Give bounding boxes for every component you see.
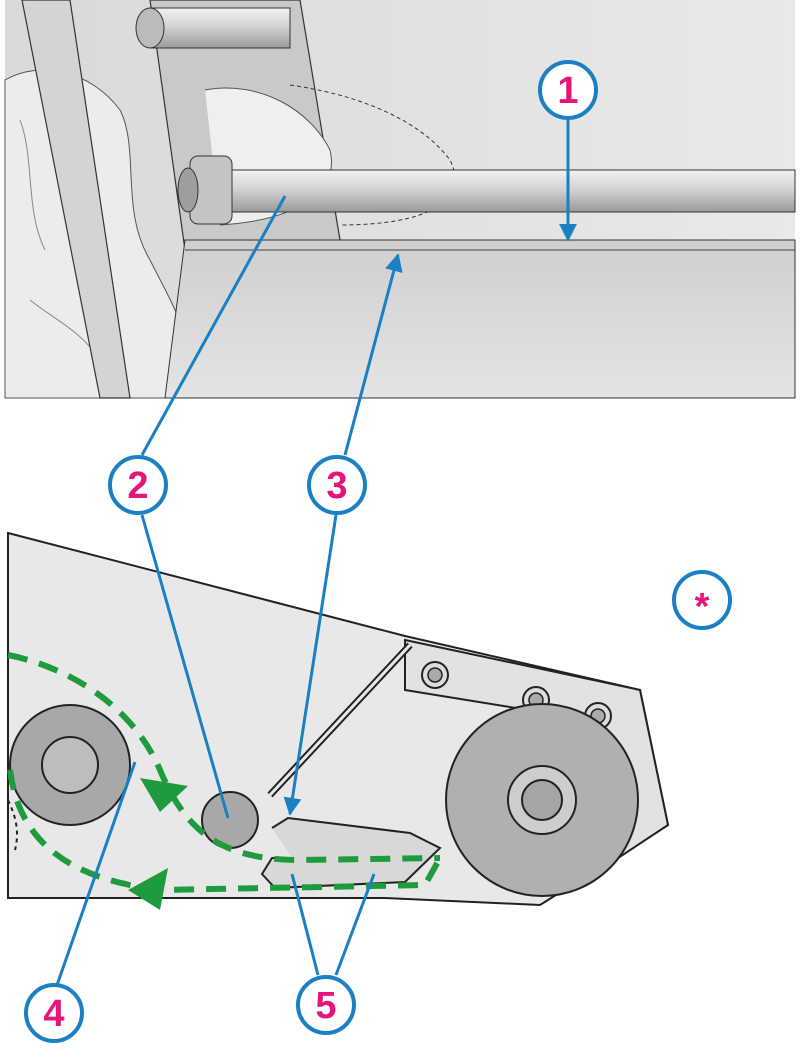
leader-2b (140, 514, 230, 819)
callout-5: 5 (296, 975, 356, 1035)
callout-asterisk: * (672, 570, 732, 630)
path-arrow-left (128, 868, 168, 910)
leader-4 (55, 761, 137, 986)
callout-asterisk-label: * (695, 586, 710, 628)
leader-3b (283, 514, 338, 816)
callout-1-label: 1 (557, 70, 578, 112)
callout-3: 3 (307, 455, 367, 515)
upper-shaft-end (135, 7, 165, 49)
supply-rod (224, 169, 796, 213)
frame-side-plate (21, 0, 131, 399)
leader-5b (334, 873, 376, 976)
leader-3a (343, 253, 403, 456)
media-dashed-outline (289, 84, 456, 226)
callouts: 1 2 3 4 5 * (24, 60, 732, 1043)
rod-collar-end (177, 167, 199, 213)
callout-3-label: 3 (326, 465, 347, 507)
leader-lines (55, 118, 577, 986)
callout-2-label: 2 (127, 465, 148, 507)
top-illustration (4, 0, 796, 399)
callout-5-label: 5 (315, 985, 336, 1027)
upper-shaft (149, 7, 291, 49)
media-path-feed (7, 652, 441, 864)
path-arrow-down (140, 778, 188, 812)
callout-1: 1 (538, 60, 598, 120)
leader-2a (140, 195, 287, 456)
media-guide-plate (164, 239, 796, 399)
callout-4-label: 4 (43, 993, 64, 1035)
media-sensor-guide (260, 816, 442, 890)
callout-4: 4 (24, 983, 84, 1043)
bottom-illustration (7, 531, 670, 910)
guide-post (201, 791, 259, 849)
leader-5a (290, 873, 320, 976)
callout-2: 2 (108, 455, 168, 515)
